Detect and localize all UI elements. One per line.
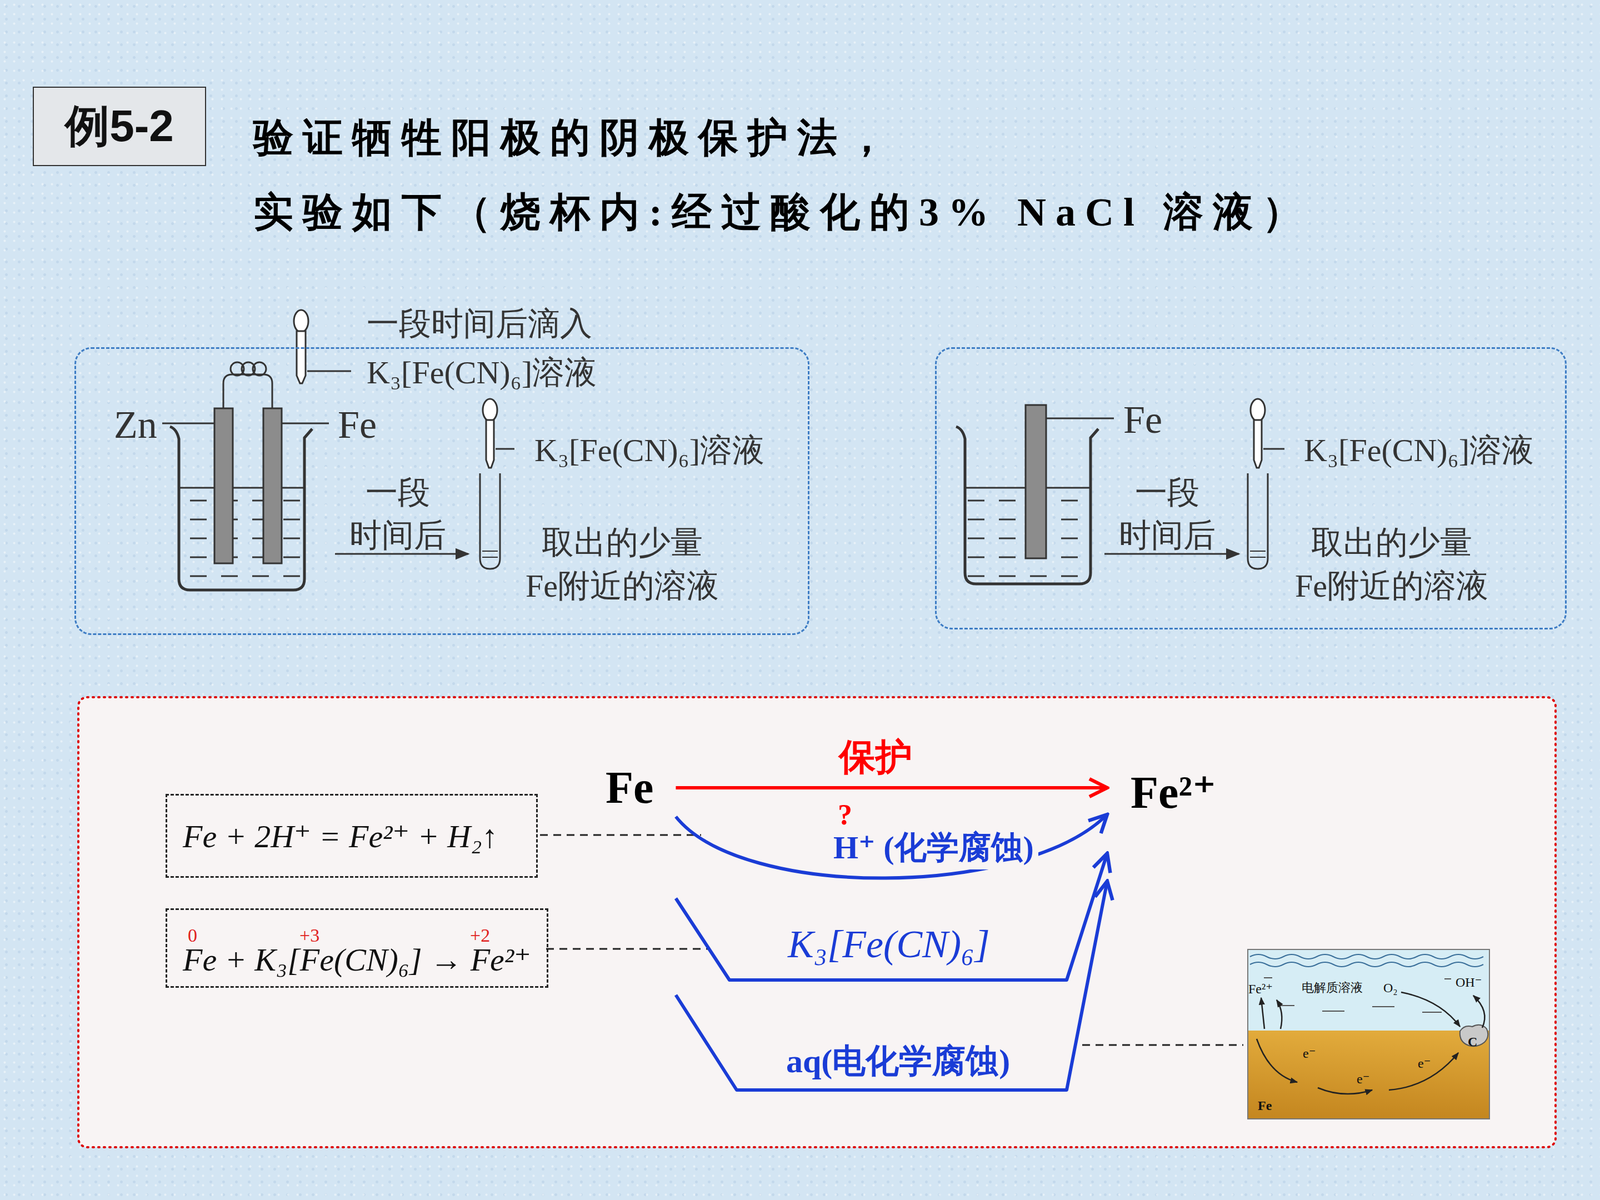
sample-label: 取出的少量 Fe附近的溶液 [1295,524,1489,604]
electrode-label: Fe [1123,398,1163,442]
metal-label-block: Fe [1257,1098,1272,1114]
line-spacer [431,471,450,513]
step-label: 一段 时间后 [349,474,447,554]
reaction-arrow [675,853,1108,980]
reaction-arrow [675,814,1108,879]
electron-label: e⁻ [1356,1071,1370,1087]
slide-title: 验证牺牲阳极的阴极保护法， 实验如下（烧杯内:经过酸化的3% NaCl 溶液） [253,100,1319,250]
electron-label: e⁻ [1302,1046,1316,1061]
edge-label: aq(电化学腐蚀) [781,1038,1015,1084]
step-label-block: 一段 时间后 [346,471,450,557]
region-label-block: 电解质溶液 [1301,979,1363,997]
reagent-label: K₃[Fe(CN)₆]溶液 [1303,432,1534,469]
line-spacer [1115,471,1134,513]
species-node: Fe²⁺ [1107,767,1217,895]
electron-label: e⁻ [1417,1056,1431,1071]
reagent-label-block: K₃[Fe(CN)₆]溶液 [1303,428,1534,473]
ion-label: Fe²⁺ [1248,981,1273,997]
corrosion-figure: Fe²⁺ 电解质溶液 O₂ OH⁻ e⁻ e⁻ e⁻ C Fe [1247,948,1490,1120]
node-text: Fe²⁺ [1130,767,1217,818]
edge-label: K₃[Fe(CN)₆] [783,922,995,967]
ion-label-block: Fe²⁺ [1248,981,1273,997]
note-label: ? [833,798,857,832]
corrosion-picture [1247,948,1490,1120]
reaction-arrow [675,786,1108,790]
line-spacer [1473,521,1492,564]
electron-label-block: e⁻ [1417,1055,1431,1072]
example-tag: 例5-2 [32,86,207,167]
ion-label: OH⁻ [1455,975,1482,990]
line-spacer [1291,521,1310,564]
ion-label-block: OH⁻ [1455,974,1482,990]
node-text: Fe + K₃[Fe(CN)₆] → Fe²⁺ [182,940,532,979]
experiment-panel: 一段时间后滴入 K₃[Fe(CN)₆]溶液ZnFeK₃[Fe(CN)₆]溶液一段… [74,347,810,635]
instruction-text: 一段时间后滴入 K₃[Fe(CN)₆]溶液 [366,305,597,391]
reagent-label-block: K₃[Fe(CN)₆]溶液 [534,428,765,473]
control-panel: FeK₃[Fe(CN)₆]溶液一段 时间后取出的少量 Fe附近的溶液 [935,347,1567,630]
metal-label: Fe [1257,1098,1272,1113]
electron-label-block: e⁻ [1356,1071,1370,1087]
sample-label: 取出的少量 Fe附近的溶液 [525,524,719,604]
electrode-label: Fe [337,403,377,447]
line-spacer [899,100,1319,174]
right-apparatus [956,398,1285,584]
electrode-label-block: Zn [113,402,158,448]
edge-label: 保护 [834,732,917,783]
cathode-label-block: C [1467,1034,1478,1050]
reaction-arrow [675,881,1108,1090]
line-spacer [522,521,540,564]
edge-label: H⁺ (化学腐蚀) [828,826,1039,870]
region-label: 电解质溶液 [1301,980,1363,995]
reagent-label: K₃[Fe(CN)₆]溶液 [534,432,765,469]
cathode-label: C [1467,1034,1478,1049]
species-label-block: O₂ [1383,980,1398,996]
electrode-label-block: Fe [337,402,377,448]
node-text: Fe [605,762,654,813]
title-text: 验证牺牲阳极的阴极保护法， 实验如下（烧杯内:经过酸化的3% NaCl 溶液） [253,115,1312,235]
species-node: Fe [605,762,676,1007]
line-spacer [595,299,604,348]
node-text: 例5-2 [65,96,174,157]
bottom-panel [78,697,1556,1148]
left-apparatus [162,310,515,590]
line-spacer [704,521,723,564]
equation-box: Fe + 2H⁺ = Fe²⁺ + H₂↑ [165,793,538,878]
line-spacer [1201,471,1219,513]
species-label: O₂ [1383,980,1398,995]
sample-label-block: 取出的少量 Fe附近的溶液 [1291,521,1492,608]
sample-label-block: 取出的少量 Fe附近的溶液 [522,521,723,608]
electrode-label: Zn [113,403,158,447]
equation-box: 0+3+2Fe + K₃[Fe(CN)₆] → Fe²⁺ [165,908,549,988]
step-label: 一段 时间后 [1118,474,1216,554]
node-text: Fe + 2H⁺ = Fe²⁺ + H₂↑ [182,817,498,855]
electrode-label-block: Fe [1123,397,1163,443]
step-label-block: 一段 时间后 [1115,471,1219,557]
electron-label-block: e⁻ [1302,1045,1316,1062]
line-spacer [346,471,364,513]
instruction-text-block: 一段时间后滴入 K₃[Fe(CN)₆]溶液 [366,299,604,398]
